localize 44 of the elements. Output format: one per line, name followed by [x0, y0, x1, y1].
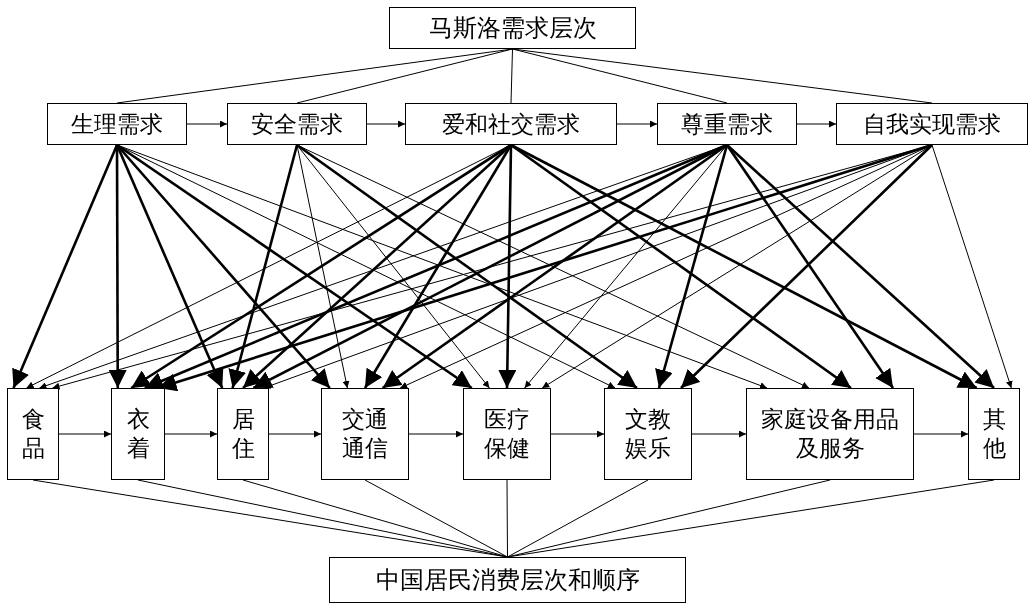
arrow — [296, 143, 638, 390]
arrow — [498, 144, 517, 389]
arrow — [510, 143, 978, 390]
arrow — [931, 144, 1013, 389]
need-box: 生理需求 — [47, 103, 187, 145]
arrow — [408, 430, 464, 438]
category-box: 交通通信 — [321, 388, 409, 480]
need-box: 爱和社交需求 — [405, 103, 617, 145]
category-box: 食品 — [7, 388, 59, 480]
heading-box: 中国居民消费层次和顺序 — [329, 557, 686, 603]
arrow — [796, 120, 837, 128]
arrow — [616, 120, 658, 128]
need-box: 尊重需求 — [657, 103, 797, 145]
arrow — [726, 144, 995, 389]
connector-line — [506, 479, 508, 558]
need-box: 自我实现需求 — [836, 103, 1028, 145]
arrow — [296, 144, 350, 389]
category-box: 其他 — [968, 388, 1020, 480]
arrow — [655, 144, 729, 389]
arrow — [691, 430, 747, 438]
arrow — [12, 144, 119, 389]
category-box: 医疗保健 — [463, 388, 551, 480]
arrow — [680, 144, 933, 389]
category-box: 家庭设备用品及服务 — [746, 388, 914, 480]
arrow — [366, 120, 406, 128]
arrow — [186, 120, 228, 128]
arrow — [58, 430, 112, 438]
connector-line — [296, 48, 513, 104]
category-box: 文教娱乐 — [604, 388, 692, 480]
arrow — [550, 430, 605, 438]
arrow — [164, 430, 218, 438]
arrow — [228, 144, 299, 389]
arrow — [725, 144, 895, 389]
connector-line — [510, 48, 513, 104]
connector-line — [364, 479, 508, 558]
category-box: 居住 — [217, 388, 269, 480]
arrow — [268, 430, 322, 438]
connector-line — [507, 479, 649, 558]
need-box: 安全需求 — [227, 103, 367, 145]
arrow — [913, 430, 969, 438]
heading-box: 马斯洛需求层次 — [389, 7, 636, 49]
arrow — [108, 145, 127, 388]
category-box: 衣着 — [111, 388, 165, 480]
connector-line — [242, 479, 508, 558]
